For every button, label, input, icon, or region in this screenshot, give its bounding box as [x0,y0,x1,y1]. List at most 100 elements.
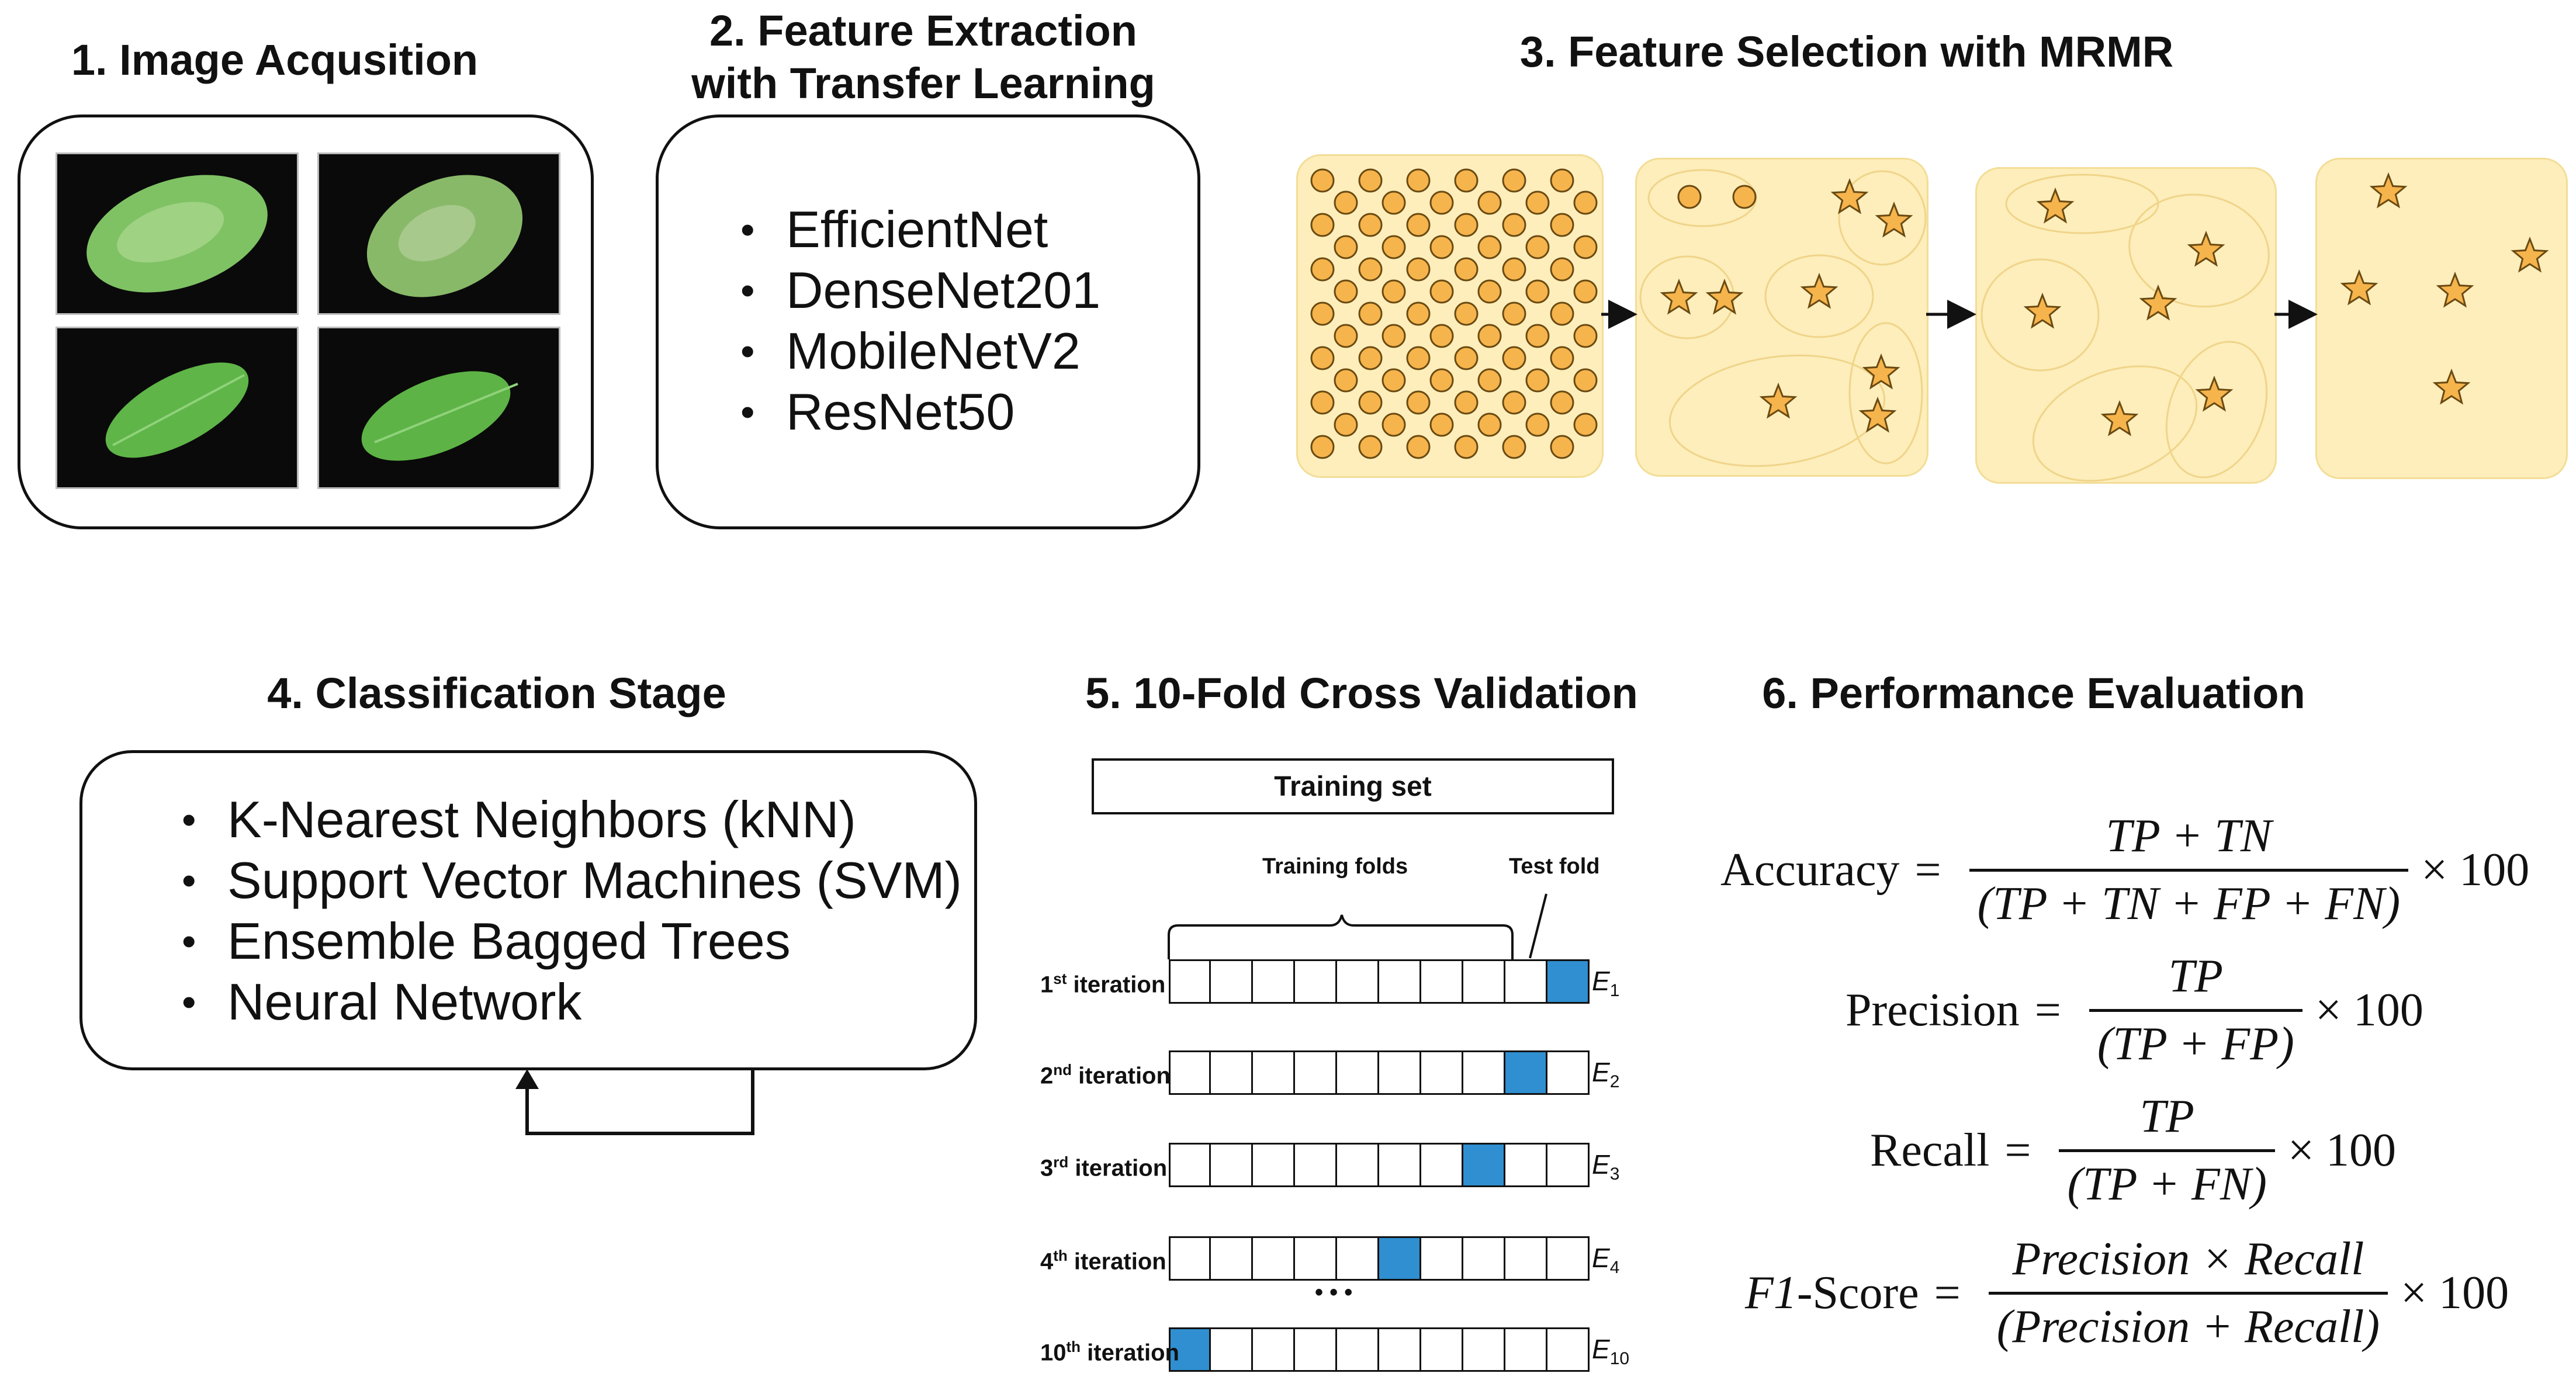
test-fold-cell [1169,1327,1211,1372]
list-item: Neural Network [182,972,962,1032]
recall-formula: Recall= TP(TP + FN) × 100 [1870,1091,2396,1210]
feature-dot-icon [1732,185,1757,209]
feature-dot-icon [1573,324,1598,348]
classification-box: K-Nearest Neighbors (kNN) Support Vector… [79,750,977,1070]
training-fold-cell [1253,1327,1295,1372]
feature-dot-icon [1358,168,1383,193]
feature-dot-icon [1429,190,1454,215]
feedback-loop-arrow [515,1069,754,1135]
list-item: EfficientNet [740,199,1100,260]
training-fold-cell [1211,1050,1253,1095]
training-fold-cell [1421,1236,1463,1281]
formula-numerator: TP [2139,1091,2194,1142]
list-item: ResNet50 [740,382,1100,442]
feature-dot-icon [1525,368,1550,393]
classifier-list: K-Nearest Neighbors (kNN) Support Vector… [182,789,962,1032]
training-fold-cell [1463,959,1505,1004]
training-set-box: Training set [1092,758,1614,814]
feature-panel-1 [1296,154,1604,478]
training-fold-cell [1505,1143,1547,1187]
feature-dot-icon [1334,412,1358,437]
leaf-image-1 [56,152,299,315]
star-icon [1858,396,1897,433]
training-fold-cell [1379,1050,1421,1095]
feature-dot-icon [1334,235,1358,259]
test-fold-cell [1505,1050,1547,1095]
feature-dot-icon [1477,368,1502,393]
training-fold-cell [1337,1050,1379,1095]
leaf-image-3 [56,327,299,489]
training-fold-cell [1337,1143,1379,1187]
feature-dot-icon [1573,368,1598,393]
training-fold-cell [1421,959,1463,1004]
star-icon [1759,382,1798,419]
section-2-title-line1: 2. Feature Extraction [709,6,1137,55]
feature-dot-icon [1406,346,1431,370]
feature-dot-icon [1525,324,1550,348]
error-label: E3 [1592,1149,1620,1184]
training-fold-cell [1253,1050,1295,1095]
ellipsis: • • • [1315,1279,1353,1305]
training-fold-cell [1505,1327,1547,1372]
training-fold-cell [1211,1327,1253,1372]
formula-multiplier: × 100 [2401,1267,2509,1319]
formula-multiplier: × 100 [2315,984,2423,1036]
formula-lhs-italic: F1 [1745,1267,1797,1319]
feature-dot-icon [1525,190,1550,215]
list-item: Ensemble Bagged Trees [182,911,962,972]
section-2-title-line2: with Transfer Learning [691,59,1155,108]
feature-dot-icon [1310,301,1335,326]
training-fold-cell [1169,959,1211,1004]
f1-score-formula: F1-Score= Precision × Recall(Precision +… [1745,1233,2509,1353]
feature-dot-icon [1502,257,1526,282]
training-fold-cell [1295,1327,1337,1372]
star-icon [2436,271,2474,308]
test-fold-label: Test fold [1509,854,1600,879]
training-fold-cell [1337,1327,1379,1372]
error-label: E4 [1592,1243,1620,1278]
training-fold-cell [1505,1236,1547,1281]
feature-dot-icon [1310,346,1335,370]
cnn-model-list: EfficientNet DenseNet201 MobileNetV2 Res… [740,199,1100,442]
training-fold-cell [1505,959,1547,1004]
list-item: DenseNet201 [740,260,1100,321]
feature-dot-icon [1358,257,1383,282]
feature-dot-icon [1550,257,1574,282]
feature-dot-icon [1382,190,1406,215]
precision-formula: Precision= TP(TP + FP) × 100 [1846,951,2423,1070]
training-fold-cell [1295,1236,1337,1281]
feature-dot-icon [1477,279,1502,304]
feature-dot-icon [1477,324,1502,348]
training-fold-cell [1211,1143,1253,1187]
feature-dot-icon [1454,390,1479,415]
cluster-outline [1764,254,1874,338]
star-icon [1862,353,1900,390]
feature-dot-icon [1502,390,1526,415]
star-icon [2340,269,2378,306]
feature-dot-icon [1382,324,1406,348]
training-fold-cell [1379,959,1421,1004]
feature-dot-icon [1454,213,1479,237]
leaf-image-2 [317,152,560,315]
feature-dot-icon [1454,168,1479,193]
feature-extraction-box: EfficientNet DenseNet201 MobileNetV2 Res… [656,115,1200,529]
feature-panel-2 [1635,158,1928,477]
feature-dot-icon [1310,213,1335,237]
training-fold-cell [1295,959,1337,1004]
feature-dot-icon [1358,435,1383,459]
feature-panel-3 [1975,167,2277,484]
feature-dot-icon [1334,279,1358,304]
feature-dot-icon [1550,346,1574,370]
feature-dot-icon [1502,435,1526,459]
feature-dot-icon [1358,301,1383,326]
star-icon [2369,172,2408,209]
feature-dot-icon [1358,390,1383,415]
cluster-outline [1838,170,1927,266]
feature-dot-icon [1573,279,1598,304]
cluster-outline [1848,322,1923,464]
accuracy-formula: Accuracy= TP + TN(TP + TN + FP + FN) × 1… [1720,810,2530,930]
feature-dot-icon [1382,412,1406,437]
feature-dot-icon [1358,213,1383,237]
training-fold-cell [1211,1236,1253,1281]
training-fold-cell [1169,1050,1211,1095]
